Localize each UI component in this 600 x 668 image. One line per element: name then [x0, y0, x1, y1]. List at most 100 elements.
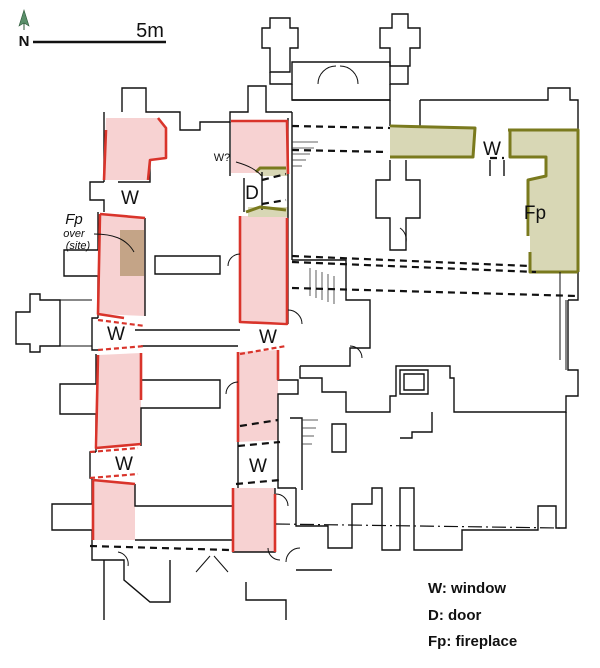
east-wall-lines: [559, 272, 567, 370]
red-wall-6: [94, 353, 143, 450]
red-wall-5: [238, 216, 289, 326]
overlay-door-jamb-top: [260, 168, 288, 176]
window-query-label: W?: [214, 152, 231, 164]
scale-label: 5m: [136, 20, 164, 42]
red-wall-8: [91, 478, 136, 540]
door-label: D: [245, 183, 259, 204]
fireplace-site-marker: [120, 230, 144, 276]
overlay-east-range-3: [238, 350, 278, 442]
wall-east-stub: [290, 417, 303, 490]
legend-door: D: door: [428, 607, 481, 624]
wall-east-north: [419, 87, 579, 130]
wall-north-court: [269, 61, 409, 85]
wall-central-north: [291, 99, 391, 260]
wall-west-1: [89, 112, 105, 212]
leader-line-fireplace: [93, 233, 135, 253]
dashed-line: [291, 124, 391, 130]
overlay-east-range-4: [233, 488, 275, 552]
scale-bar: 5m: [33, 20, 166, 44]
door-swing: [349, 345, 363, 359]
later-walls: [245, 124, 580, 274]
legend: W: window D: door Fp: fireplace: [428, 580, 517, 650]
legend-window: W: window: [428, 580, 506, 597]
north-arrow: N: [18, 8, 30, 50]
door-swing-north: [317, 65, 359, 85]
wall-west-annex: [15, 293, 61, 353]
wall-west-range-north: [121, 85, 292, 131]
wall-southwest: [91, 542, 171, 620]
window-label: W: [249, 456, 267, 477]
overlay-west-range-1: [104, 118, 166, 180]
later-fabric-overlays: [248, 128, 578, 272]
dashed-line: [239, 418, 279, 428]
overlay-west-range-4: [93, 480, 135, 540]
overlay-east-range-2: [240, 216, 287, 322]
door-swing: [275, 493, 289, 507]
dashed-line-red: [89, 446, 139, 454]
wall-central-chamber-inner: [403, 373, 425, 391]
fireplace-note: over: [63, 228, 86, 240]
section-lines: [89, 124, 579, 552]
red-wall-3: [231, 119, 290, 175]
dashed-line-red: [89, 472, 139, 480]
door-swing: [227, 253, 241, 267]
wall-east-step: [568, 272, 579, 301]
door-swing: [287, 309, 303, 325]
wall-west-3: [91, 317, 98, 351]
overlay-door-jamb-bottom: [248, 207, 288, 217]
wall-south-complex: [295, 412, 567, 551]
wall-hall-partition: [154, 255, 221, 275]
wall-central-south: [299, 300, 579, 413]
original-fabric-overlays: [93, 118, 287, 552]
door-swing-south-2: [267, 547, 281, 561]
north-label: N: [19, 33, 30, 50]
wall-west-5: [51, 451, 96, 542]
dashed-line: [235, 478, 281, 486]
wall-south-link: [134, 484, 232, 541]
overlay-west-range-3: [98, 353, 141, 448]
stairs: [292, 141, 335, 445]
red-wall-4: [96, 212, 146, 320]
red-wall-9: [231, 488, 277, 552]
dashed-line: [291, 260, 537, 274]
wall-central-chamber: [399, 369, 429, 395]
red-wall-7: [236, 350, 280, 442]
olive-wall-1: [389, 124, 477, 159]
window-label: W: [115, 454, 133, 475]
wall-court-west-2: [140, 218, 221, 446]
door-swing: [117, 551, 129, 567]
wall-central-link: [135, 329, 240, 347]
dashed-line: [237, 440, 281, 448]
olive-wall-door: [245, 166, 287, 214]
window-label: W: [259, 327, 277, 348]
wall-west-annex-link: [60, 299, 92, 347]
wall-central-hall: [292, 259, 371, 367]
dashed-line: [291, 254, 531, 268]
window-label: W: [483, 139, 501, 160]
legend-fireplace: Fp: fireplace: [428, 633, 517, 650]
wall-tower-2: [379, 13, 421, 67]
fireplace-label: Fp: [65, 211, 83, 228]
door-swing: [399, 227, 407, 243]
wall-pier: [331, 423, 347, 453]
dashed-line: [261, 198, 287, 206]
fireplace-label: Fp: [524, 203, 546, 224]
overlay-east-wing: [510, 130, 578, 272]
olive-wall-2: [508, 128, 580, 274]
wall-south-lower: [245, 569, 332, 620]
door-swings-south: [195, 547, 301, 573]
fireplace-note: (site): [66, 240, 91, 252]
wall-east-4: [237, 440, 296, 489]
dashed-line-red: [97, 344, 146, 352]
leader-lines: [93, 161, 263, 253]
wall-window-reveal: [489, 160, 505, 176]
wall-central-step: [400, 412, 433, 439]
leader-line-window-query: [235, 161, 263, 177]
wall-central-pier: [375, 160, 421, 251]
red-wall-2: [102, 129, 108, 181]
wall-west-4: [59, 354, 97, 452]
dashed-line: [261, 172, 287, 182]
wall-north-passage: [291, 84, 391, 101]
room-labels: W W W W W W? D W Fp Fp over (site): [63, 139, 546, 477]
